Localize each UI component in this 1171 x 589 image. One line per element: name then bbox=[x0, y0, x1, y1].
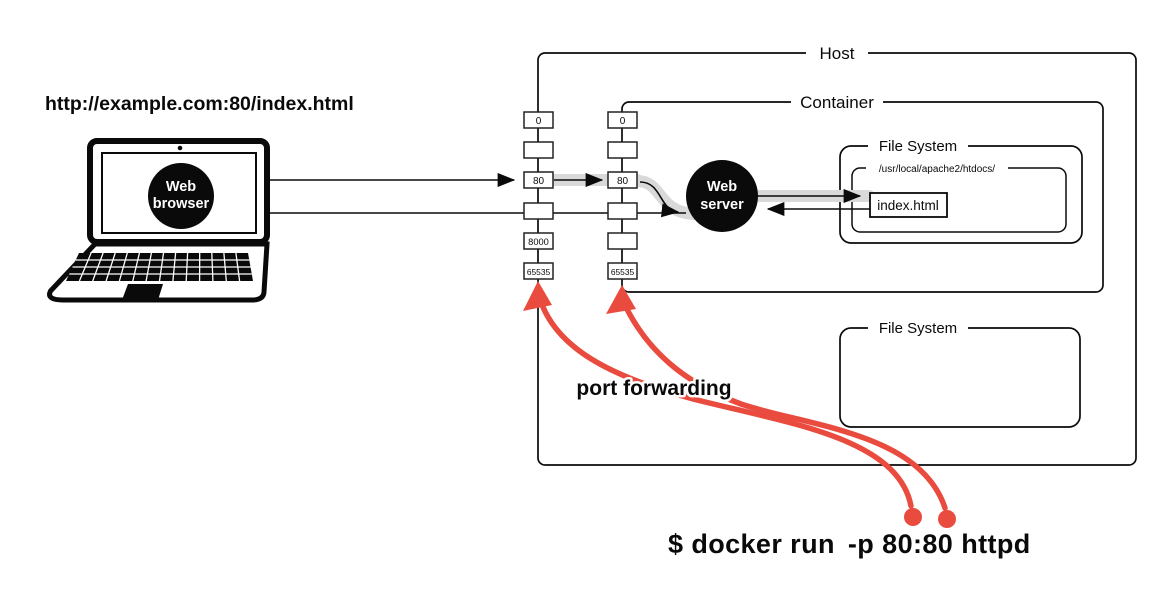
arrow-container-port-to-server bbox=[639, 181, 680, 218]
port-box: 80 bbox=[523, 171, 554, 189]
index-file: index.html bbox=[869, 192, 948, 218]
laptop-trackpad bbox=[122, 284, 163, 300]
command-flag: -p bbox=[848, 529, 874, 559]
port-label: 80 bbox=[617, 176, 629, 187]
port-box: 65535 bbox=[523, 262, 554, 280]
host-fs-label-bg bbox=[868, 321, 968, 336]
port-forwarding-label: port forwarding bbox=[576, 377, 731, 400]
web-server-label-line1: Web bbox=[707, 179, 737, 195]
laptop: Web browser bbox=[47, 138, 270, 303]
command-image: httpd bbox=[961, 529, 1030, 559]
container-label-bg bbox=[791, 93, 883, 110]
red-dot-host-port bbox=[904, 508, 922, 526]
port-label: 65535 bbox=[611, 267, 635, 277]
url-text: http://example.com:80/index.html bbox=[45, 93, 354, 115]
port-label: 0 bbox=[620, 116, 626, 127]
docker-command: $ docker run -p 80:80 httpd bbox=[668, 529, 1031, 559]
web-server-node bbox=[686, 160, 758, 232]
command-prompt: $ docker run bbox=[668, 529, 835, 559]
port-box: 0 bbox=[523, 111, 554, 129]
web-browser-node bbox=[148, 163, 214, 229]
keyboard-keys-grid bbox=[69, 252, 252, 282]
host-port-column: 0 80 8000 65535 bbox=[523, 111, 554, 280]
htdocs-label-bg bbox=[866, 162, 1008, 174]
port-box bbox=[523, 141, 554, 159]
port-box bbox=[523, 202, 554, 220]
port-box bbox=[607, 202, 638, 220]
host-filesystem-box bbox=[839, 327, 1081, 428]
web-server: Web server bbox=[686, 160, 758, 232]
index-file-box bbox=[869, 192, 948, 218]
port-label: 65535 bbox=[527, 267, 551, 277]
host-label: Host bbox=[820, 44, 855, 63]
container-label: Container bbox=[800, 93, 874, 112]
container-fs-label-bg bbox=[868, 139, 968, 154]
web-server-label-line2: server bbox=[700, 197, 744, 213]
web-browser-label-line1: Web bbox=[166, 179, 196, 195]
host-label-bg bbox=[806, 44, 868, 61]
host-fs-label: File System bbox=[879, 320, 957, 337]
index-file-label: index.html bbox=[877, 198, 939, 213]
highlight-band-port-to-server bbox=[631, 175, 700, 220]
port-box: 65535 bbox=[607, 262, 638, 280]
red-curve-container-port bbox=[621, 300, 948, 511]
command-ports: 80:80 bbox=[882, 529, 953, 559]
port-box bbox=[607, 141, 638, 159]
container-port-column: 0 80 65535 bbox=[607, 111, 638, 280]
port-box: 80 bbox=[607, 171, 638, 189]
port-label: 80 bbox=[533, 176, 545, 187]
web-browser-label-line2: browser bbox=[153, 196, 210, 212]
webcam-icon bbox=[177, 145, 183, 151]
port-box: 0 bbox=[607, 111, 638, 129]
htdocs-path-label: /usr/local/apache2/htdocs/ bbox=[879, 164, 995, 175]
container-fs-label: File System bbox=[879, 138, 957, 155]
port-label: 0 bbox=[536, 116, 542, 127]
port-label: 8000 bbox=[528, 237, 549, 247]
border-labels: Host Container File System /usr/local/ap… bbox=[791, 44, 1008, 337]
port-box bbox=[607, 232, 638, 250]
port-forwarding-arrows bbox=[523, 281, 948, 511]
red-dot-container-port bbox=[938, 510, 956, 528]
port-box: 8000 bbox=[523, 232, 554, 250]
red-arrowhead-container-port bbox=[606, 285, 636, 314]
red-arrowhead-host-port bbox=[523, 281, 552, 311]
red-curve-host-port bbox=[537, 296, 914, 509]
